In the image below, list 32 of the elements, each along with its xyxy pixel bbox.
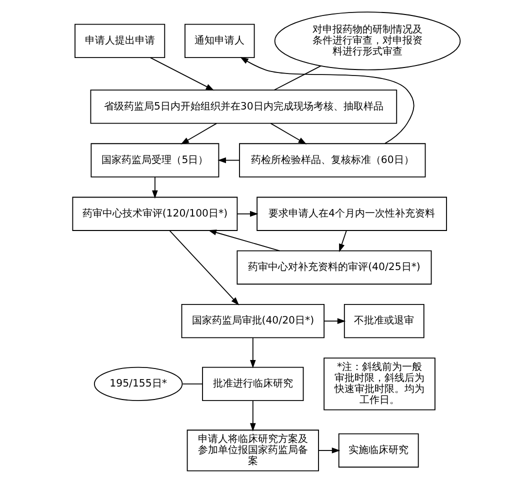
node-box: 批准进行临床研究 bbox=[202, 366, 304, 402]
arrow bbox=[338, 230, 346, 252]
node-ellipse: 对申报药物的研制情况及条件进行审查，对申报资料进行形式审查 bbox=[274, 12, 460, 70]
node-box: 国家药监局审批(40/20日*) bbox=[180, 304, 324, 338]
connector bbox=[273, 65, 321, 90]
node-box: 实施临床研究 bbox=[338, 433, 418, 468]
node-box: 药审中心技术审评(120/100日*) bbox=[72, 196, 238, 231]
arrow bbox=[323, 318, 346, 324]
arrow bbox=[240, 56, 414, 144]
connector bbox=[182, 383, 202, 384]
arrow bbox=[250, 338, 256, 368]
node-box: 国家药监局受理（5日） bbox=[90, 143, 219, 178]
arrow bbox=[318, 448, 340, 454]
node-box: 申请人提出申请 bbox=[74, 24, 165, 58]
arrow bbox=[208, 230, 280, 252]
node-box: 通知申请人 bbox=[184, 24, 254, 58]
arrow bbox=[270, 122, 306, 144]
arrow bbox=[217, 157, 240, 164]
arrow bbox=[250, 400, 256, 432]
arrow bbox=[149, 57, 214, 91]
node-box: 申请人将临床研究方案及参加单位报国家药监局备案 bbox=[186, 430, 318, 472]
node-box: 药审中心对补充资料的审评(40/25日*) bbox=[236, 250, 432, 285]
arrow bbox=[152, 176, 158, 199]
arrow bbox=[180, 122, 217, 144]
node-box: 省级药监局5日内开始组织并在30日内完成现场考核、抽取样品 bbox=[90, 90, 397, 124]
arrow bbox=[168, 230, 239, 306]
node-ellipse: 195/155日* bbox=[93, 366, 182, 402]
node-box: *注：斜线前为一般审批时限，斜线后为快速审批时限。均为工作日。 bbox=[323, 358, 435, 410]
node-box: 药检所检验样品、复核标准（60日） bbox=[238, 143, 426, 178]
node-box: 要求申请人在4个月内一次性补充资料 bbox=[256, 196, 446, 231]
node-box: 不批准或退审 bbox=[343, 304, 424, 338]
arrow bbox=[236, 210, 258, 217]
